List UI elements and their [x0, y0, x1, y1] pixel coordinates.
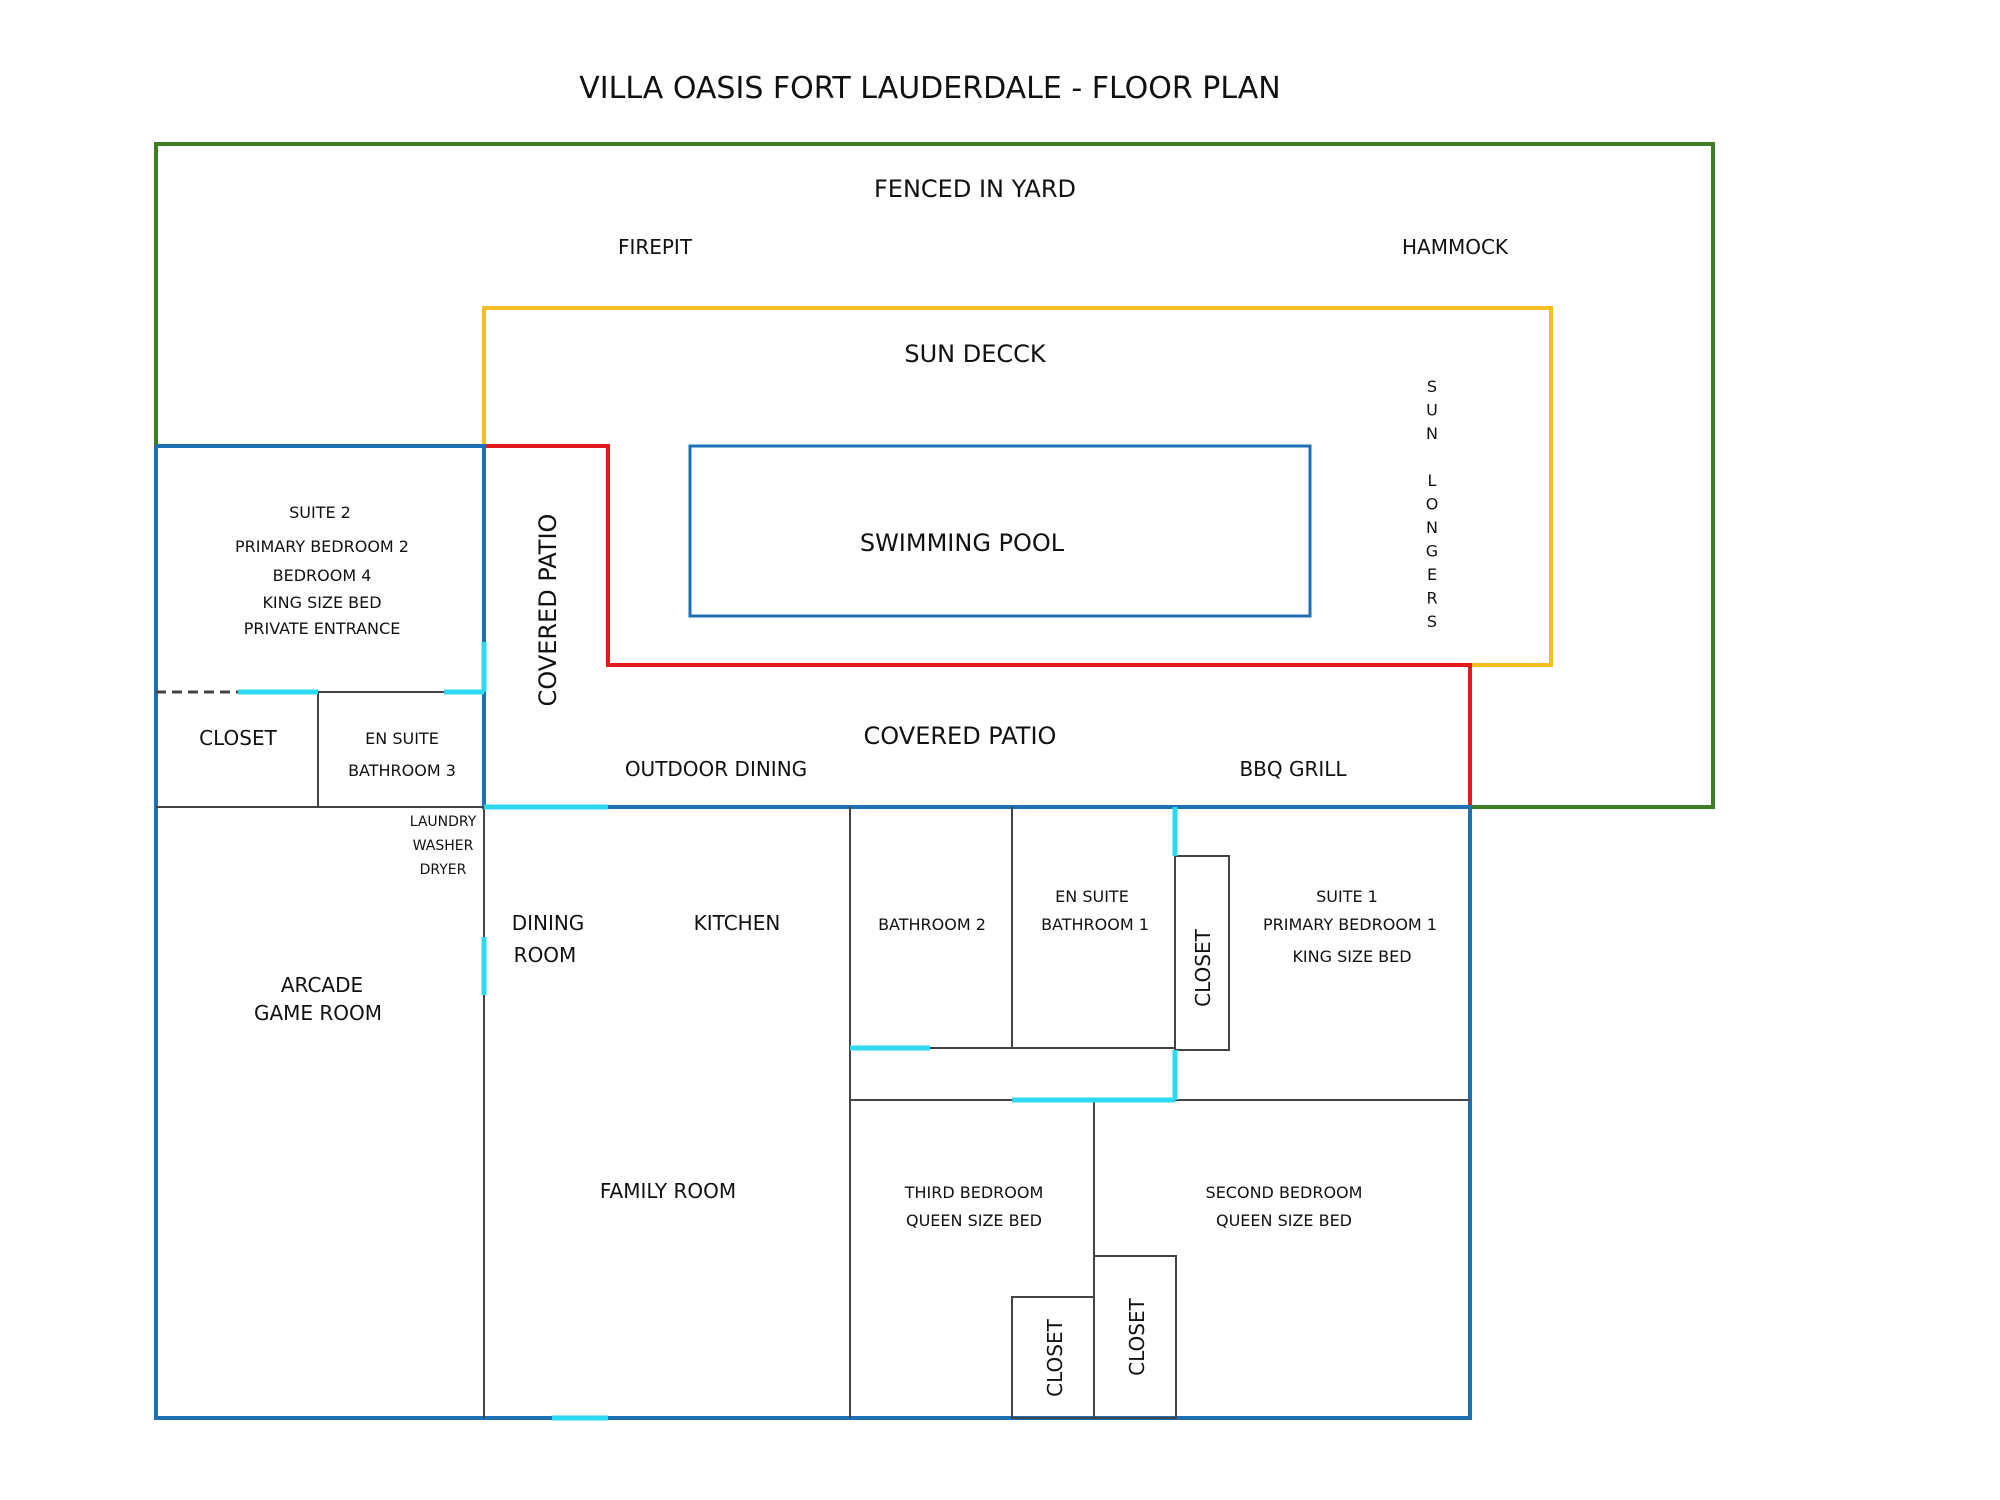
label-firepit: FIREPIT [618, 235, 693, 259]
interior-walls [156, 690, 1470, 1419]
label-family-room: FAMILY ROOM [600, 1179, 736, 1203]
yard-boundary [154, 142, 1715, 809]
sun-longers-letter: N [1426, 518, 1438, 537]
suite2-line-2: PRIMARY BEDROOM 2 [235, 537, 409, 556]
sun-longers-letter: R [1426, 589, 1437, 608]
label-bbq-grill: BBQ GRILL [1239, 757, 1347, 781]
third-bedroom-line-2: QUEEN SIZE BED [906, 1211, 1042, 1230]
label-laundry: LAUNDRY [410, 814, 477, 830]
sun-longers-letter: S [1427, 612, 1437, 631]
second-bedroom-line-2: QUEEN SIZE BED [1216, 1211, 1352, 1230]
sun-longers-letter: U [1426, 401, 1438, 420]
room-suite-2: SUITE 2 PRIMARY BEDROOM 2 BEDROOM 4 KING… [235, 503, 409, 638]
label-arcade: ARCADE [281, 973, 363, 997]
sun-longers-letter: G [1426, 542, 1438, 561]
label-bathroom-2: BATHROOM 2 [878, 915, 986, 934]
second-bedroom-line-1: SECOND BEDROOM [1206, 1183, 1363, 1202]
label-dryer: DRYER [420, 862, 467, 878]
suite2-line-4: KING SIZE BED [262, 593, 381, 612]
label-dining: DINING [512, 911, 585, 935]
label-en-suite-bath3-1: EN SUITE [365, 729, 439, 748]
sun-longers-letter: S [1427, 377, 1437, 396]
suite1-line-2: PRIMARY BEDROOM 1 [1263, 915, 1437, 934]
sun-longers-letter: E [1427, 565, 1437, 584]
label-hammock: HAMMOCK [1402, 235, 1509, 259]
label-covered-patio: COVERED PATIO [864, 722, 1057, 750]
swimming-pool [688, 444, 1312, 618]
label-fenced-yard: FENCED IN YARD [874, 175, 1076, 203]
label-outdoor-dining: OUTDOOR DINING [625, 757, 807, 781]
label-en-suite-bath1-1: EN SUITE [1055, 887, 1129, 906]
third-bedroom-line-1: THIRD BEDROOM [904, 1183, 1044, 1202]
sun-longers-letter: O [1426, 495, 1439, 514]
sun-longers-letter: L [1428, 471, 1437, 490]
label-swimming-pool: SWIMMING POOL [860, 529, 1065, 557]
label-covered-patio-vertical: COVERED PATIO [534, 514, 562, 707]
label-kitchen: KITCHEN [694, 911, 781, 935]
label-sun-deck: SUN DECCK [904, 340, 1047, 368]
label-closet-second: CLOSET [1125, 1297, 1149, 1375]
suite2-line-1: SUITE 2 [289, 503, 351, 522]
label-closet-suite2: CLOSET [199, 726, 277, 750]
door-markers [238, 642, 1178, 1421]
plan-title: VILLA OASIS FORT LAUDERDALE - FLOOR PLAN [579, 71, 1280, 106]
label-en-suite-bath1-2: BATHROOM 1 [1041, 915, 1149, 934]
suite2-line-3: BEDROOM 4 [273, 566, 372, 585]
suite1-line-3: KING SIZE BED [1292, 947, 1411, 966]
label-dining-room: ROOM [514, 943, 577, 967]
sun-deck-boundary [482, 306, 1553, 667]
house-outline [154, 444, 1472, 1420]
sun-longers-letter: N [1426, 424, 1438, 443]
label-closet-suite1: CLOSET [1191, 928, 1215, 1006]
covered-patio-boundary [484, 444, 1472, 807]
label-washer: WASHER [413, 838, 474, 854]
suite1-line-1: SUITE 1 [1316, 887, 1378, 906]
label-en-suite-bath3-2: BATHROOM 3 [348, 761, 456, 780]
label-game-room: GAME ROOM [254, 1001, 382, 1025]
label-closet-third: CLOSET [1043, 1318, 1067, 1396]
suite2-line-5: PRIVATE ENTRANCE [244, 619, 401, 638]
